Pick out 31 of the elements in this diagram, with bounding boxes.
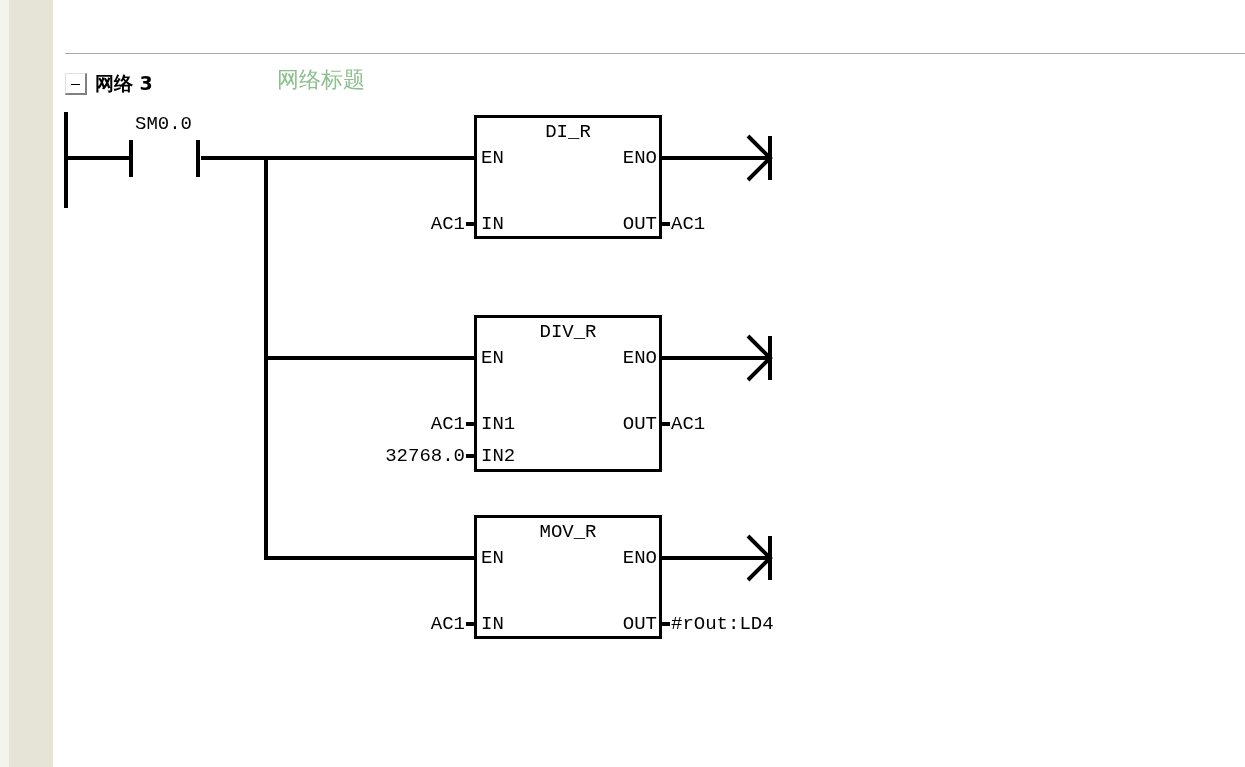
operand-label: AC1 [430,213,465,235]
operand-label: AC1 [671,413,706,435]
block-name: DI_R [544,121,592,143]
network-title: 网络标题 [277,66,365,94]
pin-label: IN2 [481,445,516,467]
pin-label: ENO [622,347,657,369]
block-name: MOV_R [538,521,598,543]
pin-label: IN [481,613,504,635]
function-block [474,315,662,472]
pin-label: OUT [622,613,657,635]
operand-label: 32768.0 [385,445,465,467]
function-block [474,115,662,239]
contact-address: SM0.0 [135,113,192,135]
pin-label: ENO [622,147,657,169]
wire [68,156,129,160]
pin-label: IN1 [481,413,516,435]
operand-label: #rOut:LD4 [671,613,774,635]
pin-label: EN [481,547,504,569]
pin-label: OUT [622,213,657,235]
operand-label: AC1 [430,413,465,435]
operand-label: AC1 [430,613,465,635]
pin-label: IN [481,213,504,235]
network-heading: 网络 3 [95,71,153,96]
pin-label: EN [481,347,504,369]
block-name: DIV_R [538,321,598,343]
pin-label: OUT [622,413,657,435]
power-rail [64,112,68,208]
pin-label: EN [481,147,504,169]
operand-label: AC1 [671,213,706,235]
function-block [474,515,662,639]
pin-label: ENO [622,547,657,569]
